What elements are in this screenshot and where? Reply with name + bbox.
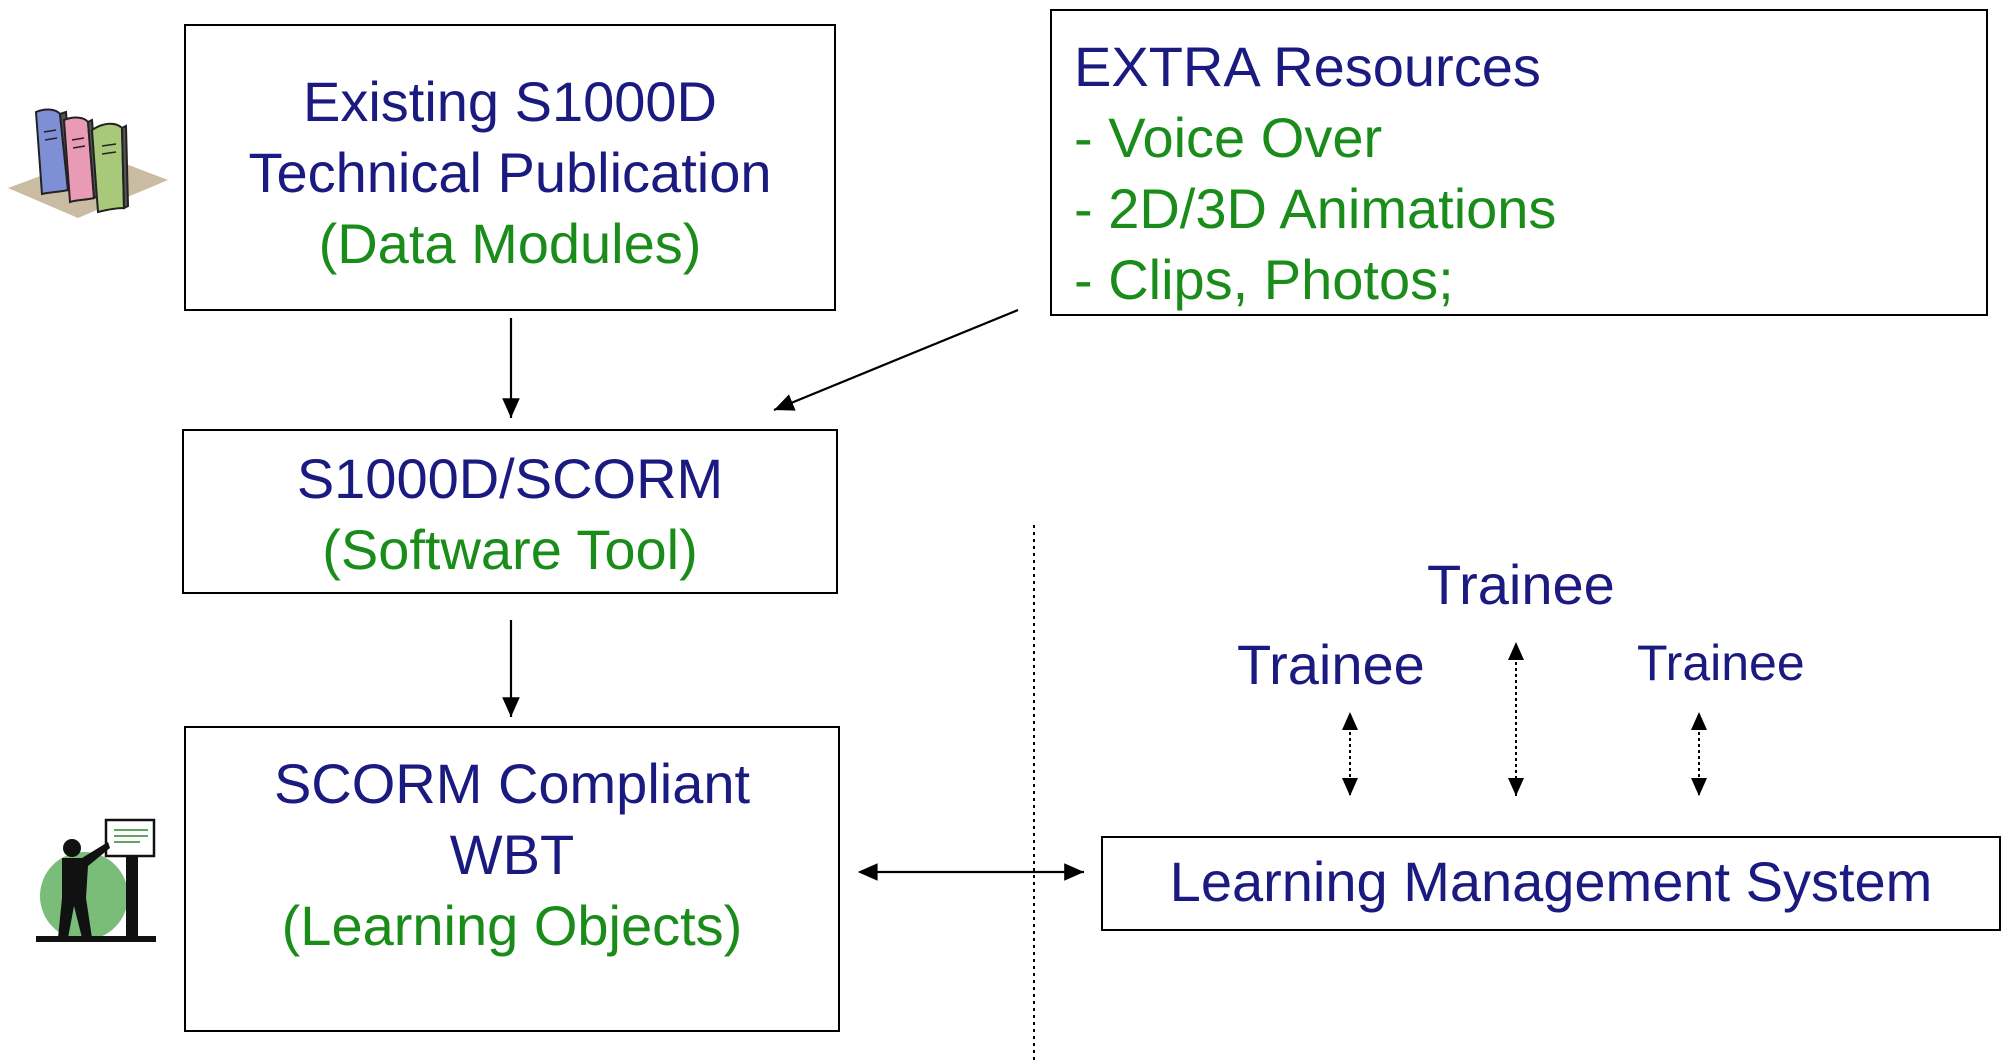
- software-tool-box: S1000D/SCORM (Software Tool): [182, 429, 838, 594]
- lms-box: Learning Management System: [1101, 836, 2001, 931]
- existing-box-line3: (Data Modules): [318, 212, 702, 275]
- extra-box-item: - 2D/3D Animations: [1074, 177, 1557, 240]
- tool-box-line1: S1000D/SCORM: [296, 447, 724, 510]
- arrow-extra-to-tool: [773, 308, 1019, 412]
- existing-publication-box: Existing S1000D Technical Publication (D…: [184, 24, 836, 311]
- wbt-box-line1: SCORM Compliant: [273, 752, 751, 815]
- trainee-label-right: Trainee: [1637, 635, 1805, 691]
- lms-box-label: Learning Management System: [1169, 850, 1933, 913]
- extra-box-item: - Clips, Photos;: [1074, 248, 1454, 311]
- stacked-books-icon: [8, 108, 168, 218]
- presenter-at-board-icon: [36, 818, 156, 942]
- wbt-box-line2: WBT: [449, 823, 575, 886]
- trainee-label-center: Trainee: [1427, 553, 1615, 616]
- tool-box-line2: (Software Tool): [322, 518, 698, 581]
- extra-resources-box: EXTRA Resources - Voice Over - 2D/3D Ani…: [1050, 9, 1988, 316]
- extra-box-title: EXTRA Resources: [1074, 35, 1541, 98]
- existing-box-line1: Existing S1000D: [302, 70, 717, 133]
- existing-box-line2: Technical Publication: [248, 141, 772, 204]
- wbt-box-line3: (Learning Objects): [281, 894, 743, 957]
- trainee-label-left: Trainee: [1237, 633, 1425, 696]
- scorm-wbt-box: SCORM Compliant WBT (Learning Objects): [184, 726, 840, 1032]
- extra-box-item: - Voice Over: [1074, 106, 1383, 169]
